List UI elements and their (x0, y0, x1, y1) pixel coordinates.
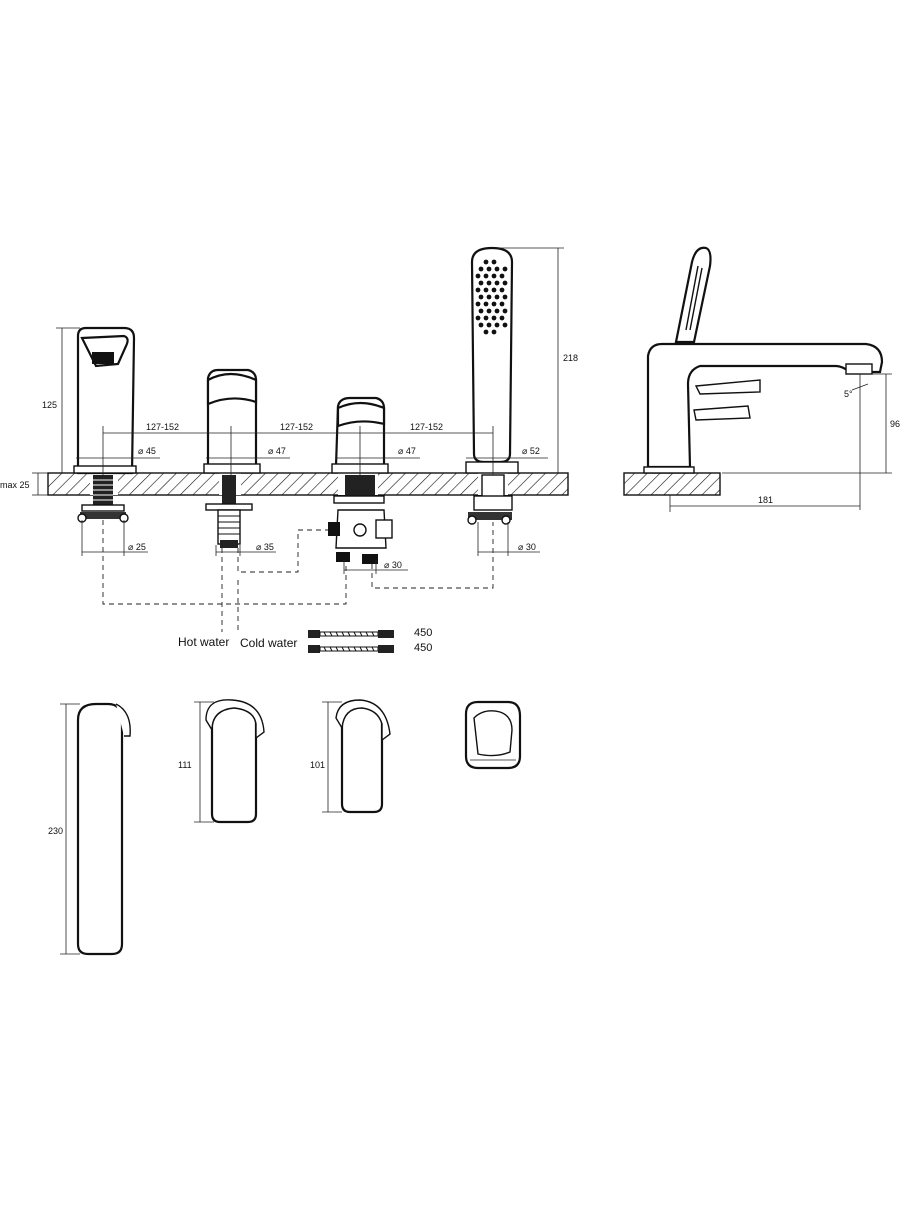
nozzle-dot (486, 266, 492, 272)
nozzle-dot (502, 280, 508, 286)
dim-spacing-3: 127-152 (410, 422, 443, 432)
dim-dia-valve-shank: ⌀ 35 (256, 542, 274, 552)
dim-dia-spout: ⌀ 45 (138, 446, 156, 456)
dim-diverter-front-height: 101 (310, 760, 325, 770)
dim-spacing-1: 127-152 (146, 422, 179, 432)
nozzle-dot (475, 301, 481, 307)
nozzle-dot (475, 273, 481, 279)
nozzle-dot (478, 266, 484, 272)
dim-shower-height: 218 (563, 353, 578, 363)
nozzle-dot (491, 301, 497, 307)
dimension-lines (32, 247, 564, 574)
nozzle-dot (499, 287, 505, 293)
hand-shower-side-view (465, 246, 519, 525)
dim-side-outlet-height: 96 (890, 419, 900, 429)
label-cold-water: Cold water (240, 636, 297, 650)
nozzle-dot (483, 287, 489, 293)
hose-2 (308, 645, 394, 653)
nozzle-dot (491, 287, 497, 293)
nozzle-dot (502, 308, 508, 314)
dim-spout-height: 125 (42, 400, 57, 410)
nozzle-dot (478, 294, 484, 300)
nozzle-dot (486, 322, 492, 328)
nozzle-dot (478, 322, 484, 328)
nozzle-dot (483, 329, 489, 335)
nozzle-dot (475, 287, 481, 293)
dim-side-angle: 5° (844, 389, 853, 399)
front-view-diverter (322, 699, 391, 814)
connection-hoses (308, 630, 394, 653)
dim-dia-shower: ⌀ 52 (522, 446, 540, 456)
label-hot-water: Hot water (178, 635, 229, 649)
nozzle-dot (491, 273, 497, 279)
shower-nozzle-dots (475, 259, 508, 335)
nozzle-dot (494, 294, 500, 300)
nozzle-dot (478, 280, 484, 286)
nozzle-dot (483, 315, 489, 321)
nozzle-dot (494, 322, 500, 328)
nozzle-dot (475, 315, 481, 321)
nozzle-dot (499, 315, 505, 321)
nozzle-dot (478, 308, 484, 314)
nozzle-dot (483, 301, 489, 307)
dim-dia-spout-shank: ⌀ 25 (128, 542, 146, 552)
nozzle-dot (491, 315, 497, 321)
front-view-shower-holder (464, 700, 522, 770)
side-view (623, 246, 892, 512)
nozzle-dot (494, 266, 500, 272)
front-view-valve (194, 699, 265, 824)
nozzle-dot (486, 280, 492, 286)
nozzle-dot (494, 280, 500, 286)
dim-dia-shower-shank: ⌀ 30 (518, 542, 536, 552)
nozzle-dot (499, 301, 505, 307)
dim-dia-hot-valve: ⌀ 47 (268, 446, 286, 456)
nozzle-dot (483, 273, 489, 279)
nozzle-dot (499, 273, 505, 279)
nozzle-dot (491, 329, 497, 335)
piping-connections (102, 520, 494, 632)
dim-valve-front-height: 111 (178, 760, 192, 770)
dim-hose-length-1: 450 (414, 627, 432, 639)
dim-hose-length-2: 450 (414, 642, 432, 654)
nozzle-dot (486, 308, 492, 314)
dim-dia-diverter-shank: ⌀ 30 (384, 560, 402, 570)
nozzle-dot (486, 294, 492, 300)
nozzle-dot (494, 308, 500, 314)
nozzle-dot (502, 266, 508, 272)
nozzle-dot (502, 322, 508, 328)
nozzle-dot (502, 294, 508, 300)
dim-spout-front-height: 230 (48, 826, 63, 836)
nozzle-dot (491, 259, 497, 265)
dim-spacing-2: 127-152 (280, 422, 313, 432)
hose-1 (308, 630, 394, 638)
hot-valve-side-view (203, 368, 261, 548)
dimension-texts: 125 127-152 127-152 127-152 218 ⌀ 45 ⌀ 4… (0, 353, 900, 836)
dim-side-reach: 181 (758, 495, 773, 505)
nozzle-dot (483, 259, 489, 265)
spout-side-view (73, 326, 137, 523)
dim-max-deck: max 25 (0, 480, 30, 490)
front-view-spout (60, 702, 131, 956)
dim-dia-cold-valve: ⌀ 47 (398, 446, 416, 456)
